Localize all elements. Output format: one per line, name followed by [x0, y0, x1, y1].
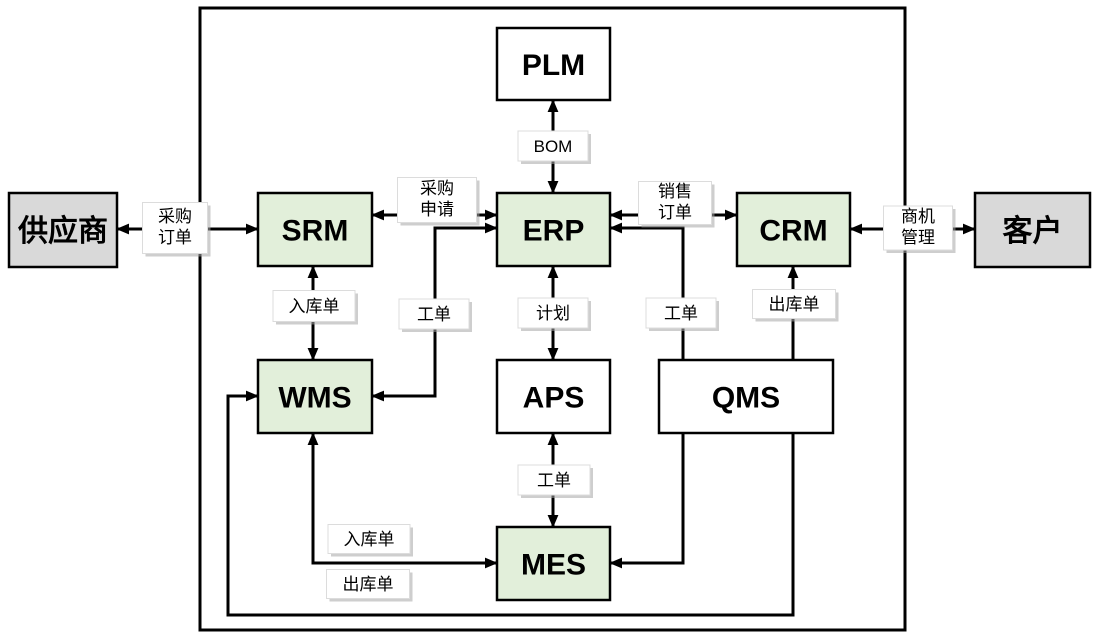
edge-label-rukudan-srm-wms: 入库单 — [272, 290, 358, 325]
node-srm-label: SRM — [282, 215, 349, 248]
edge-label-shangji-guanli: 商机管理 — [883, 205, 956, 253]
edge-label-text: BOM — [534, 137, 573, 156]
edge-label-text: 商机管理 — [901, 207, 935, 247]
edge-label-caigou-dingdan: 采购订单 — [142, 202, 211, 257]
node-crm-label: CRM — [759, 215, 827, 248]
node-customer-label: 客户 — [1003, 214, 1063, 248]
edge-label-gongdan-qms-erp: 工单 — [645, 297, 719, 331]
node-plm-box — [495, 26, 612, 102]
node-supplier-box — [7, 191, 119, 269]
edge-label-text: 入库单 — [344, 530, 395, 549]
node-qms-box — [657, 358, 835, 435]
node-supplier: 供应商 — [7, 191, 119, 269]
edge-label-jihua-erp-aps: 计划 — [517, 297, 591, 331]
edge-label-box — [638, 181, 712, 225]
node-customer: 客户 — [973, 191, 1092, 269]
edge-label-box — [397, 177, 477, 223]
connector-wms-mes — [307, 432, 498, 569]
edge-label-box — [883, 205, 953, 251]
outer-boundary — [198, 6, 907, 632]
node-wms: WMS — [256, 358, 374, 435]
node-wms-box — [256, 358, 374, 435]
node-aps-label: APS — [523, 382, 585, 415]
node-plm: PLM — [495, 26, 612, 102]
node-aps-box — [495, 358, 612, 435]
edge-label-text: 工单 — [537, 471, 571, 490]
node-plm-label: PLM — [522, 49, 585, 82]
edge-label-xiaoshou-dingdan: 销售订单 — [638, 181, 715, 228]
edge-label-rukudan-wms-mes: 入库单 — [327, 524, 413, 557]
edge-label-box — [517, 464, 591, 496]
edge-label-caigou-shenqing: 采购申请 — [397, 177, 480, 226]
edge-label-text: 入库单 — [289, 297, 340, 316]
node-mes-box — [495, 525, 612, 602]
node-supplier-label: 供应商 — [17, 214, 108, 248]
node-erp-box — [495, 191, 612, 268]
edge-label-text: 出库单 — [343, 575, 394, 594]
node-mes: MES — [495, 525, 612, 602]
edge-label-text: 工单 — [417, 305, 451, 324]
edge-label-text: 工单 — [664, 304, 698, 323]
edge-label-text: 采购申请 — [420, 179, 454, 219]
node-erp: ERP — [495, 191, 612, 268]
edge-label-box — [326, 569, 410, 599]
edge-label-box — [398, 298, 470, 330]
edge-label-text: 计划 — [536, 304, 570, 323]
node-wms-label: WMS — [278, 382, 351, 415]
node-crm: CRM — [735, 191, 852, 268]
node-srm: SRM — [256, 191, 374, 268]
connector-qms-mes — [609, 433, 685, 569]
node-aps: APS — [495, 358, 612, 435]
node-srm-box — [256, 191, 374, 268]
node-crm-box — [735, 191, 852, 268]
edge-label-box — [272, 290, 356, 322]
edge-label-box — [645, 297, 717, 329]
edge-label-gongdan-aps-mes: 工单 — [517, 464, 593, 498]
edge-label-box — [327, 524, 411, 554]
node-mes-label: MES — [521, 549, 586, 582]
edge-label-chukudan-wms-mes: 出库单 — [326, 569, 413, 602]
edge-label-bom: BOM — [517, 130, 591, 164]
edge-label-box — [142, 202, 208, 254]
node-qms-label: QMS — [712, 382, 780, 415]
node-erp-label: ERP — [523, 215, 585, 248]
edge-label-chukudan-qms-crm: 出库单 — [752, 289, 839, 322]
edge-label-box — [517, 130, 589, 162]
node-customer-box — [973, 191, 1092, 269]
edge-label-gongdan-wms-erp: 工单 — [398, 298, 472, 332]
edge-label-box — [752, 289, 836, 319]
connector-qms-wms — [226, 390, 795, 617]
edge-label-text: 出库单 — [769, 295, 820, 314]
edge-label-box — [517, 297, 589, 329]
edge-label-text: 销售订单 — [658, 182, 692, 222]
node-qms: QMS — [657, 358, 835, 435]
connector-qms-erp — [609, 222, 685, 360]
edge-label-text: 采购订单 — [158, 207, 192, 247]
